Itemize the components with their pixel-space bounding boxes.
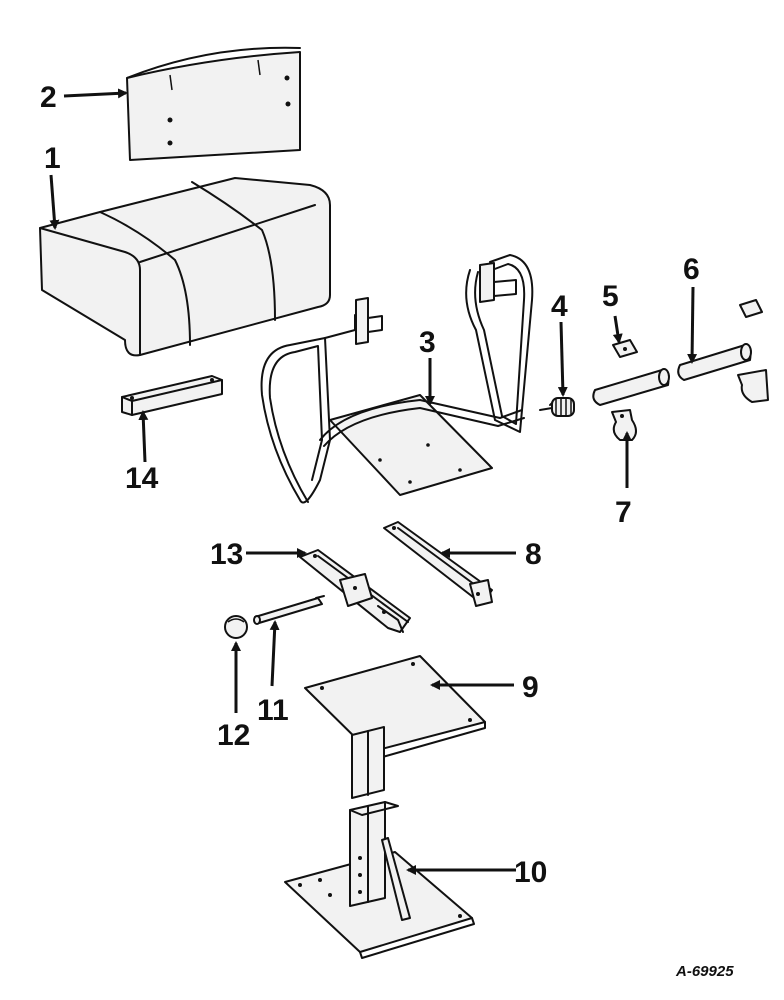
callout-2: 2	[40, 81, 57, 114]
adjuster-knob	[224, 615, 248, 639]
edge-bracket	[737, 369, 769, 403]
adjuster-pin	[253, 595, 325, 625]
callout-14: 14	[125, 462, 159, 495]
torsion-spring	[539, 397, 575, 417]
callout-9: 9	[522, 671, 539, 704]
base-stand	[284, 801, 475, 959]
callout-7: 7	[615, 496, 632, 529]
figure-id: A-69925	[675, 963, 734, 980]
callout-5: 5	[602, 280, 619, 313]
mounting-plate	[304, 655, 486, 799]
callout-13: 13	[210, 538, 243, 571]
slide-rail	[383, 521, 493, 607]
callout-11: 11	[257, 694, 289, 727]
callout-3: 3	[419, 326, 436, 359]
edge-plate	[739, 299, 763, 318]
callout-10: 10	[514, 856, 547, 889]
callout-12: 12	[217, 719, 250, 752]
callout-1: 1	[44, 142, 61, 175]
slide-rail-latch	[299, 549, 411, 633]
clip-plate	[612, 339, 638, 358]
leader-lines	[49, 88, 698, 875]
u-bracket	[611, 409, 637, 441]
pivot-shaft-short	[592, 368, 670, 406]
callout-4: 4	[551, 290, 568, 323]
seat-frame	[260, 254, 534, 504]
callout-6: 6	[683, 253, 700, 286]
callout-8: 8	[525, 538, 542, 571]
callout-labels: 1 2 3 4 5 6 7 8 9 10 11 12 13 14	[40, 81, 700, 889]
backrest-cushion	[126, 46, 301, 161]
spacer-bar	[121, 375, 223, 416]
pivot-shaft-long	[677, 343, 752, 381]
seat-cushion	[39, 177, 331, 357]
